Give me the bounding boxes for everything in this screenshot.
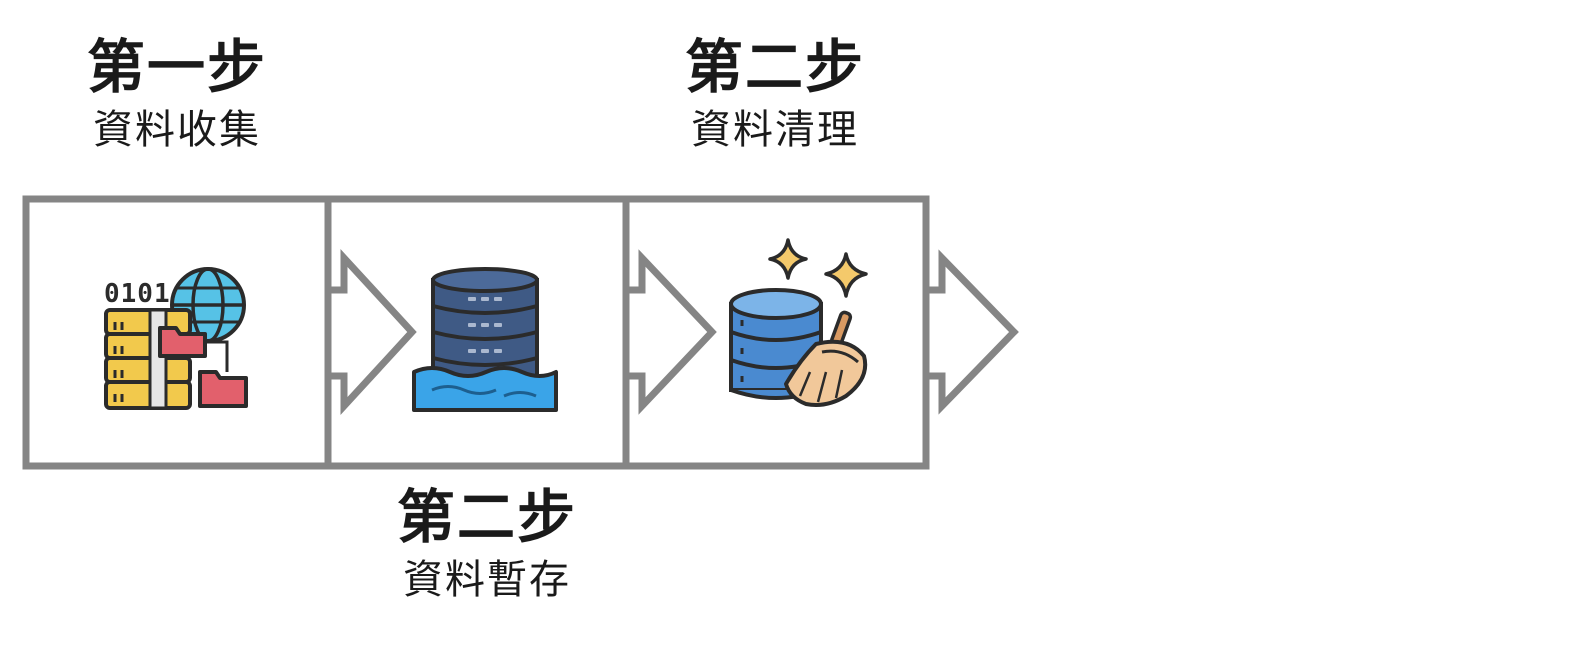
step-subtitle: 資料清理 — [691, 107, 859, 153]
data-collection-icon: 0101 — [104, 267, 248, 410]
final-arrow — [922, 249, 1019, 415]
step-label-collection: 第一步 資料收集 — [62, 38, 292, 150]
sparkle-icon — [768, 238, 808, 280]
step-subtitle: 資料收集 — [93, 107, 261, 153]
binary-text: 0101 — [104, 279, 171, 309]
data-cleaning-icon — [729, 238, 868, 407]
step-title: 第二步 — [684, 33, 865, 101]
step-label-cleaning: 第二步 資料清理 — [660, 38, 890, 150]
sparkle-icon — [824, 252, 868, 298]
step-title: 第二步 — [396, 483, 577, 551]
step-label-storage: 第二步 資料暫存 — [372, 488, 602, 600]
step-subtitle: 資料暫存 — [403, 557, 571, 603]
database-storage-icon — [412, 267, 558, 412]
step-title: 第一步 — [86, 33, 267, 101]
